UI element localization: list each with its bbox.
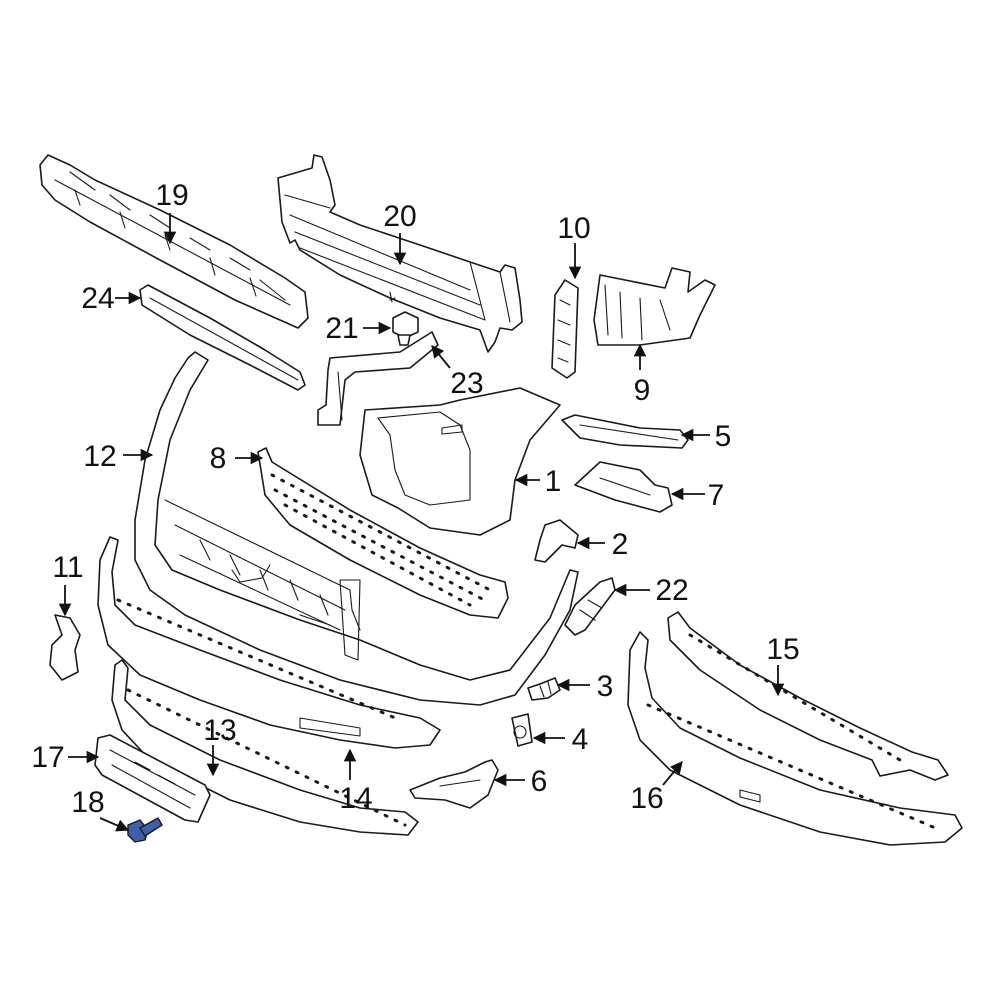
leader-23 — [431, 345, 451, 369]
part-10-side-bracket[interactable] — [551, 279, 579, 379]
part-23-bracket[interactable] — [317, 331, 439, 426]
leader-lines — [58, 213, 785, 832]
label-24: 24 — [81, 282, 114, 315]
part-21-bolt[interactable] — [392, 311, 419, 346]
part-17-license-bracket[interactable] — [94, 734, 211, 823]
label-18: 18 — [71, 786, 104, 819]
label-15: 15 — [766, 633, 799, 666]
label-20: 20 — [383, 200, 416, 233]
part-24-upper-strip[interactable] — [139, 284, 306, 391]
part-6-bracket[interactable] — [409, 759, 499, 809]
part-5-bracket[interactable] — [561, 414, 689, 449]
callout-labels: 19 20 10 24 21 23 9 5 12 8 1 7 2 22 11 3… — [31, 179, 799, 819]
label-22: 22 — [655, 574, 688, 607]
part-7-deflector[interactable] — [574, 461, 673, 513]
part-12-bumper-frame[interactable] — [134, 351, 579, 706]
part-3-push-pin[interactable] — [527, 677, 561, 701]
label-10: 10 — [557, 212, 590, 245]
label-5: 5 — [715, 420, 732, 453]
part-18-screw[interactable] — [127, 817, 163, 843]
label-8: 8 — [210, 442, 227, 475]
label-7: 7 — [708, 479, 725, 512]
label-12: 12 — [83, 440, 116, 473]
part-8-lower-grille[interactable] — [257, 447, 509, 619]
label-3: 3 — [597, 670, 614, 703]
leader-16 — [662, 761, 683, 786]
label-11: 11 — [52, 551, 83, 584]
leader-18 — [99, 817, 130, 832]
label-6: 6 — [531, 765, 548, 798]
label-19: 19 — [155, 179, 188, 212]
part-15-spoiler[interactable] — [667, 611, 949, 781]
label-17: 17 — [31, 741, 64, 774]
label-16: 16 — [630, 782, 663, 815]
part-22-bracket[interactable] — [564, 577, 616, 636]
part-2-bracket[interactable] — [534, 519, 579, 563]
label-1: 1 — [545, 465, 562, 498]
part-4-nut[interactable] — [511, 713, 533, 747]
part-11-bracket[interactable] — [49, 614, 81, 681]
label-9: 9 — [634, 374, 651, 407]
label-21: 21 — [325, 312, 358, 345]
part-1-bumper-cover[interactable] — [359, 387, 561, 536]
label-14: 14 — [339, 782, 372, 815]
label-2: 2 — [612, 528, 629, 561]
label-13: 13 — [203, 714, 236, 747]
label-4: 4 — [572, 723, 589, 756]
part-14-lower-cover[interactable] — [97, 536, 441, 749]
part-9-air-guide[interactable] — [593, 267, 716, 346]
label-23: 23 — [450, 367, 483, 400]
